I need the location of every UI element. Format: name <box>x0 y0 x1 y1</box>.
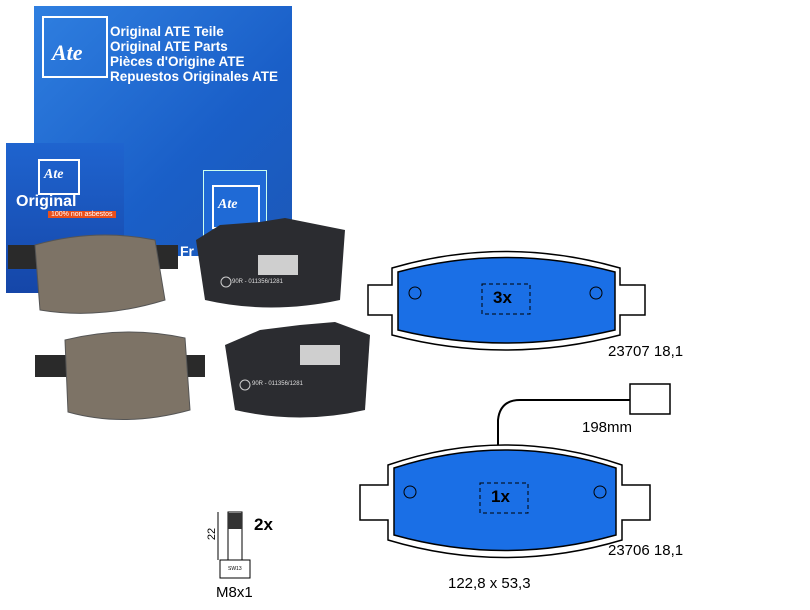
pad-stamp: 90R - 011356/1281 <box>252 381 303 387</box>
bolt-wrench-size: SW13 <box>228 566 242 572</box>
ate-logo: Ate <box>44 167 64 182</box>
wire-sensor <box>497 383 671 450</box>
card-partial-text: Fr <box>180 243 194 259</box>
brake-pad-back-bottom <box>225 322 370 418</box>
box-line: Original ATE Teile <box>110 24 224 39</box>
diagram-pad-bottom <box>359 444 651 559</box>
box-line: Original ATE Parts <box>110 39 228 54</box>
box-text: Original ATE Teile Original ATE Parts Pi… <box>110 24 278 84</box>
box-line: Repuestos Originales ATE <box>110 69 279 84</box>
bottom-pad-part-number: 23706 18,1 <box>608 542 684 559</box>
brake-pad-friction-top <box>8 234 178 314</box>
ate-logo: Ate <box>218 197 238 212</box>
ate-logo: Ate <box>52 40 83 65</box>
original-label: Original <box>16 193 77 210</box>
ate-logo-frame <box>38 159 80 195</box>
top-pad-part-number: 23707 18,1 <box>608 343 684 360</box>
top-pad-qty: 3x <box>493 288 512 307</box>
pad-dimensions: 122,8 x 53,3 <box>448 575 531 592</box>
ate-logo-frame <box>42 16 108 78</box>
brake-pad-friction-bottom <box>35 331 205 420</box>
box-line: Pièces d'Origine ATE <box>110 54 245 69</box>
wire-length: 198mm <box>582 419 633 436</box>
asbestos-badge: 100% non asbestos <box>48 211 116 218</box>
bolt-thread: M8x1 <box>216 584 253 601</box>
diagram-pad-top <box>367 250 646 351</box>
bolt-length: 22 <box>206 527 219 541</box>
brake-pad-back-top <box>196 218 345 308</box>
pad-stamp: 90R - 011356/1281 <box>232 279 283 285</box>
bolt-diagram <box>217 511 251 579</box>
bottom-pad-qty: 1x <box>491 487 510 506</box>
bolt-qty: 2x <box>254 515 273 534</box>
